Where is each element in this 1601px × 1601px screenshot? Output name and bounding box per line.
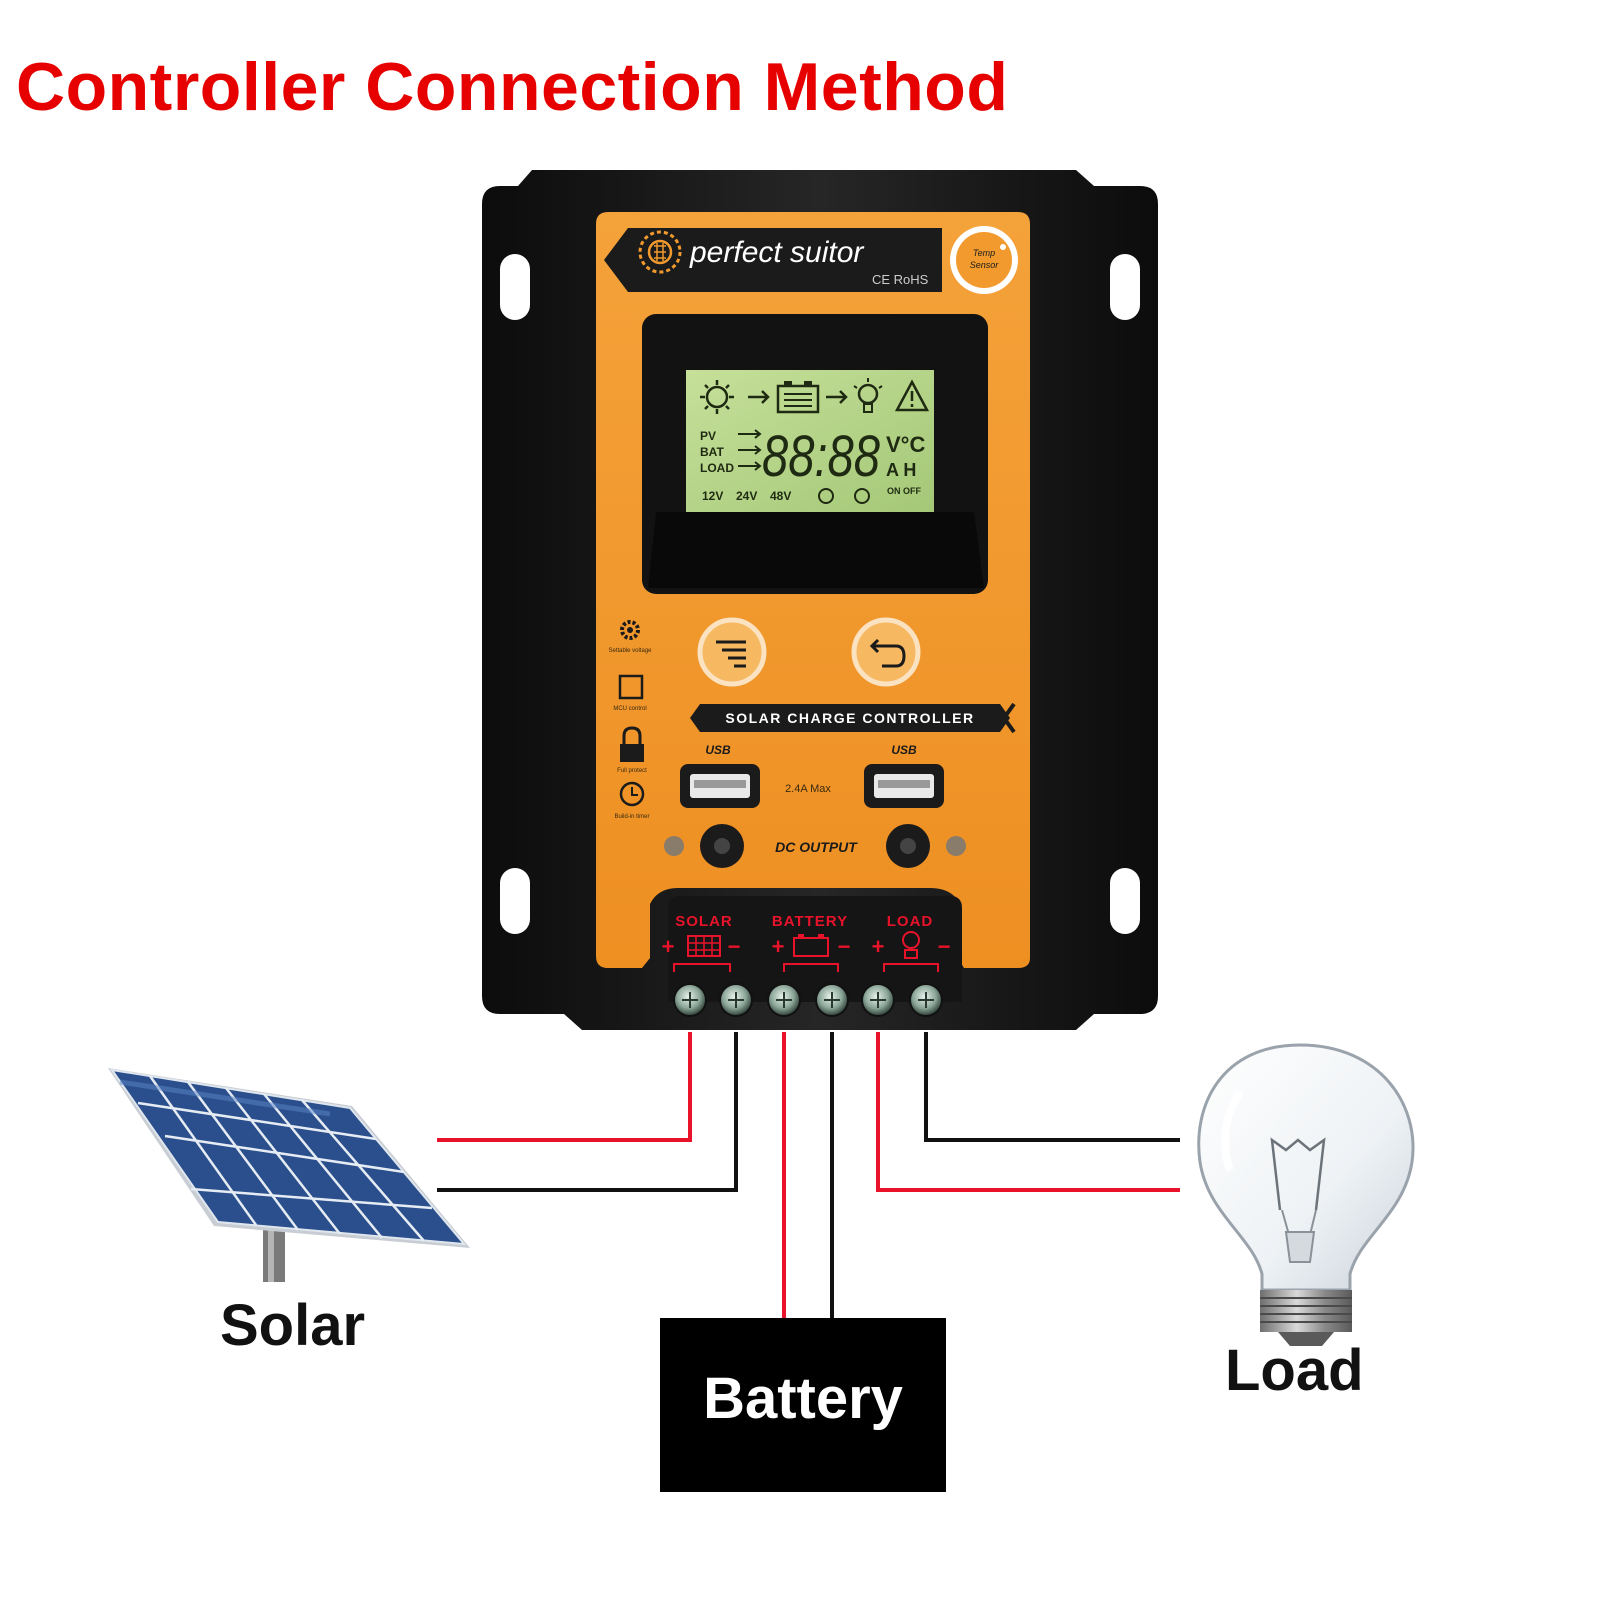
feature-label: Full protect	[617, 768, 647, 774]
svg-text:Sensor: Sensor	[970, 260, 1000, 270]
clock-icon	[619, 781, 645, 807]
product-label-banner: SOLAR CHARGE CONTROLLER	[690, 702, 1016, 734]
wire-solar-negative	[437, 1032, 738, 1192]
menu-button[interactable]	[697, 617, 767, 687]
mounting-slot	[500, 254, 530, 320]
terminal-minus: −	[728, 934, 741, 959]
lcd-voltage: 12V	[702, 489, 723, 503]
product-label: SOLAR CHARGE CONTROLLER	[725, 710, 974, 726]
sun-icon	[700, 380, 734, 414]
feature-label: Build-in timer	[614, 814, 649, 820]
side-features: Settable voltage MCU control Full protec…	[608, 620, 652, 820]
dc-output-right[interactable]	[886, 824, 930, 868]
warning-icon	[894, 379, 930, 412]
lcd-on-off: ON OFF	[887, 486, 921, 496]
lcd-voltage: 48V	[770, 489, 791, 503]
brand-banner: perfect suitor CE RoHS	[604, 228, 942, 292]
charge-controller: perfect suitor CE RoHS Temp Sensor	[482, 170, 1158, 1030]
wire-load-negative	[924, 1032, 1180, 1142]
solar-caption: Solar	[220, 1293, 365, 1358]
lcd-voltage: 24V	[736, 489, 757, 503]
back-button[interactable]	[851, 617, 921, 687]
usb-icon: USB	[705, 743, 731, 757]
usb-port-left[interactable]: USB	[680, 743, 760, 808]
mounting-slot	[1110, 868, 1140, 934]
terminal-minus: −	[838, 934, 851, 959]
usb-icon: USB	[891, 743, 917, 757]
battery-terminal-icon	[793, 934, 829, 957]
battery-icon	[776, 381, 820, 414]
lcd-row-label: BAT	[700, 445, 724, 459]
bulb-icon	[853, 378, 883, 413]
terminal-plus: +	[662, 934, 675, 959]
arrow-icon	[826, 390, 848, 404]
arrow-icon	[748, 390, 770, 404]
terminal-label-battery: BATTERY	[772, 913, 848, 930]
dc-output-label: DC OUTPUT	[775, 839, 858, 855]
lcd-row-label: PV	[700, 429, 716, 443]
diagram-title: Controller Connection Method	[16, 49, 1009, 125]
alarm-clock-icon	[818, 488, 870, 504]
wire-solar-positive	[437, 1032, 692, 1142]
solar-panel-icon	[108, 1068, 470, 1282]
wire-load-positive	[876, 1032, 1180, 1192]
lock-icon	[620, 726, 644, 762]
battery-caption: Battery	[703, 1366, 903, 1431]
wiring	[437, 1032, 1180, 1318]
brand-name: perfect suitor	[689, 236, 864, 269]
certification-marks: CE RoHS	[872, 272, 929, 287]
terminal-label-load: LOAD	[887, 913, 934, 930]
lcd-units-bottom: A H	[886, 460, 916, 480]
usb-port-right[interactable]: USB	[864, 743, 944, 808]
terminal-block: SOLAR BATTERY LOAD + − + − + −	[662, 896, 962, 1002]
usb-rating: 2.4A Max	[785, 783, 831, 795]
solar-panel-icon	[687, 935, 721, 957]
feature-label: Settable voltage	[608, 648, 652, 654]
gear-icon	[620, 620, 640, 640]
status-led	[946, 836, 966, 856]
feature-label: MCU control	[613, 706, 646, 712]
terminal-plus: +	[772, 934, 785, 959]
sun-logo-icon	[638, 230, 682, 274]
temp-sensor-label: Temp	[973, 248, 995, 258]
terminal-label-solar: SOLAR	[675, 913, 733, 930]
lcd-row-arrows	[738, 429, 762, 471]
lcd-units-top: V°C	[886, 432, 925, 457]
light-bulb-icon	[1197, 1043, 1415, 1346]
terminal-screws	[673, 983, 943, 1017]
lcd-digits: 88:88	[762, 424, 880, 489]
mounting-slot	[1110, 254, 1140, 320]
terminal-plus: +	[872, 934, 885, 959]
lcd-row-label: LOAD	[700, 461, 734, 475]
battery-box	[660, 1318, 946, 1492]
status-led	[664, 836, 684, 856]
terminal-minus: −	[938, 934, 951, 959]
menu-icon	[716, 640, 746, 668]
lcd-screen: PV BAT LOAD 88:88 V°C A H 12V 24V 48V ON…	[686, 370, 934, 512]
load-lamp-icon	[902, 931, 920, 959]
temp-sensor: Temp Sensor	[950, 226, 1018, 294]
chip-icon	[618, 674, 644, 700]
dc-output-left[interactable]	[700, 824, 744, 868]
back-icon	[869, 638, 906, 668]
load-caption: Load	[1225, 1338, 1364, 1403]
mounting-slot	[500, 868, 530, 934]
